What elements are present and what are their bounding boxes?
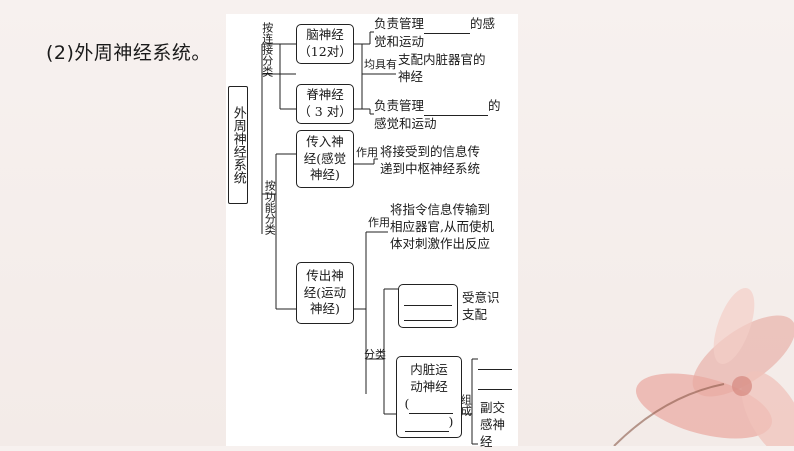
root-label: 外周神经系统 [230,106,246,184]
spinal-count: （ 3 对） [298,104,352,119]
spinal-desc-a: 负责管理 [374,98,425,113]
somatic-box [398,284,458,328]
autonomic-blank-line-1[interactable] [409,396,454,414]
spinal-desc-b: 的 [488,98,501,113]
spinal-desc-c: 感觉和运动 [374,115,437,131]
sympathetic-blank-2[interactable] [478,370,512,390]
autonomic-blank-1: ( [405,396,454,414]
afferent-box: 传入神经(感觉神经) [296,130,354,188]
sympathetic-blank-1[interactable] [478,350,512,370]
efferent-class-label: 分类 [364,348,386,361]
cranial-box: 脑神经（12对） [296,24,354,64]
flower-decoration [613,288,794,446]
shared-desc-b: 神经 [398,68,424,84]
autonomic-a: 内脏运 [410,362,448,378]
branch-label-connection: 按连接分类 [260,22,274,82]
efferent-func-b: 相应器官,从而使机 [390,218,494,234]
efferent-func-c: 体对刺激作出反应 [390,235,491,251]
efferent-name-a: 传出神 [306,267,344,283]
cranial-name: 脑神经 [306,27,344,43]
parasym-b: 感神 [480,416,506,432]
branch-label-1-text: 按连接分类 [260,22,274,77]
somatic-blank-2[interactable] [404,306,452,321]
cranial-count: （12对） [298,44,352,59]
cranial-desc-a: 负责管理 [374,16,425,31]
parasympathetic-label: 副交 感神 经 [480,400,505,451]
efferent-func-label: 作用 [368,216,390,229]
spinal-box: 脊神经（ 3 对） [296,84,354,124]
efferent-name-c: 神经) [310,301,340,317]
somatic-desc-a: 受意识 [462,290,500,305]
afferent-desc-b: 递到中枢神经系统 [380,160,481,176]
somatic-desc: 受意识 支配 [462,290,500,324]
afferent-desc-a: 将接受到的信息传 [380,144,481,159]
efferent-func-a: 将指令信息传输到 [390,202,491,217]
cranial-desc: 负责管理 的感 觉和运动 [374,16,495,51]
shared-desc-a: 支配内脏器官的 [398,52,486,67]
cranial-desc-c: 觉和运动 [374,33,425,49]
cranial-blank[interactable] [424,16,471,34]
branch-label-function: 按功能分类 [262,180,276,238]
autonomic-box: 内脏运 动神经 ( ) [396,356,462,438]
root-box: 外周神经系统 [228,86,248,204]
connector-lines [261,31,478,445]
somatic-blank-1[interactable] [404,291,452,306]
somatic-desc-b: 支配 [462,306,488,322]
afferent-desc: 将接受到的信息传 递到中枢神经系统 [380,144,480,178]
parasym-c: 经 [480,433,493,449]
spinal-name: 脊神经 [306,87,344,103]
afferent-name-a: 传入神 [306,133,344,149]
branch-label-2-text: 按功能分类 [263,180,277,235]
spinal-desc: 负责管理 的 感觉和运动 [374,98,501,133]
afferent-name-c: 神经) [310,167,340,183]
concept-map: 外周神经系统 按连接分类 脑神经（12对） 负责管理 的感 觉和运动 均具有 支… [226,14,518,449]
section-heading: (2)外周神经系统。 [46,42,211,64]
shared-label: 均具有 [364,58,397,71]
afferent-name-b: 经(感觉 [303,150,347,166]
spinal-blank[interactable] [424,98,489,116]
autonomic-b: 动神经 [410,379,448,395]
efferent-box: 传出神经(运动神经) [296,262,354,324]
efferent-name-b: 经(运动 [303,284,347,300]
afferent-func-label: 作用 [356,146,378,159]
shared-desc: 支配内脏器官的 神经 [398,52,486,86]
autonomic-blank-2: ) [404,414,453,432]
efferent-func-desc: 将指令信息传输到 相应器官,从而使机 体对刺激作出反应 [390,202,494,253]
compose-label: 组成 [459,394,473,416]
parasym-a: 副交 [480,400,506,415]
cranial-desc-b: 的感 [470,16,496,31]
autonomic-blank-line-2[interactable] [404,414,449,432]
